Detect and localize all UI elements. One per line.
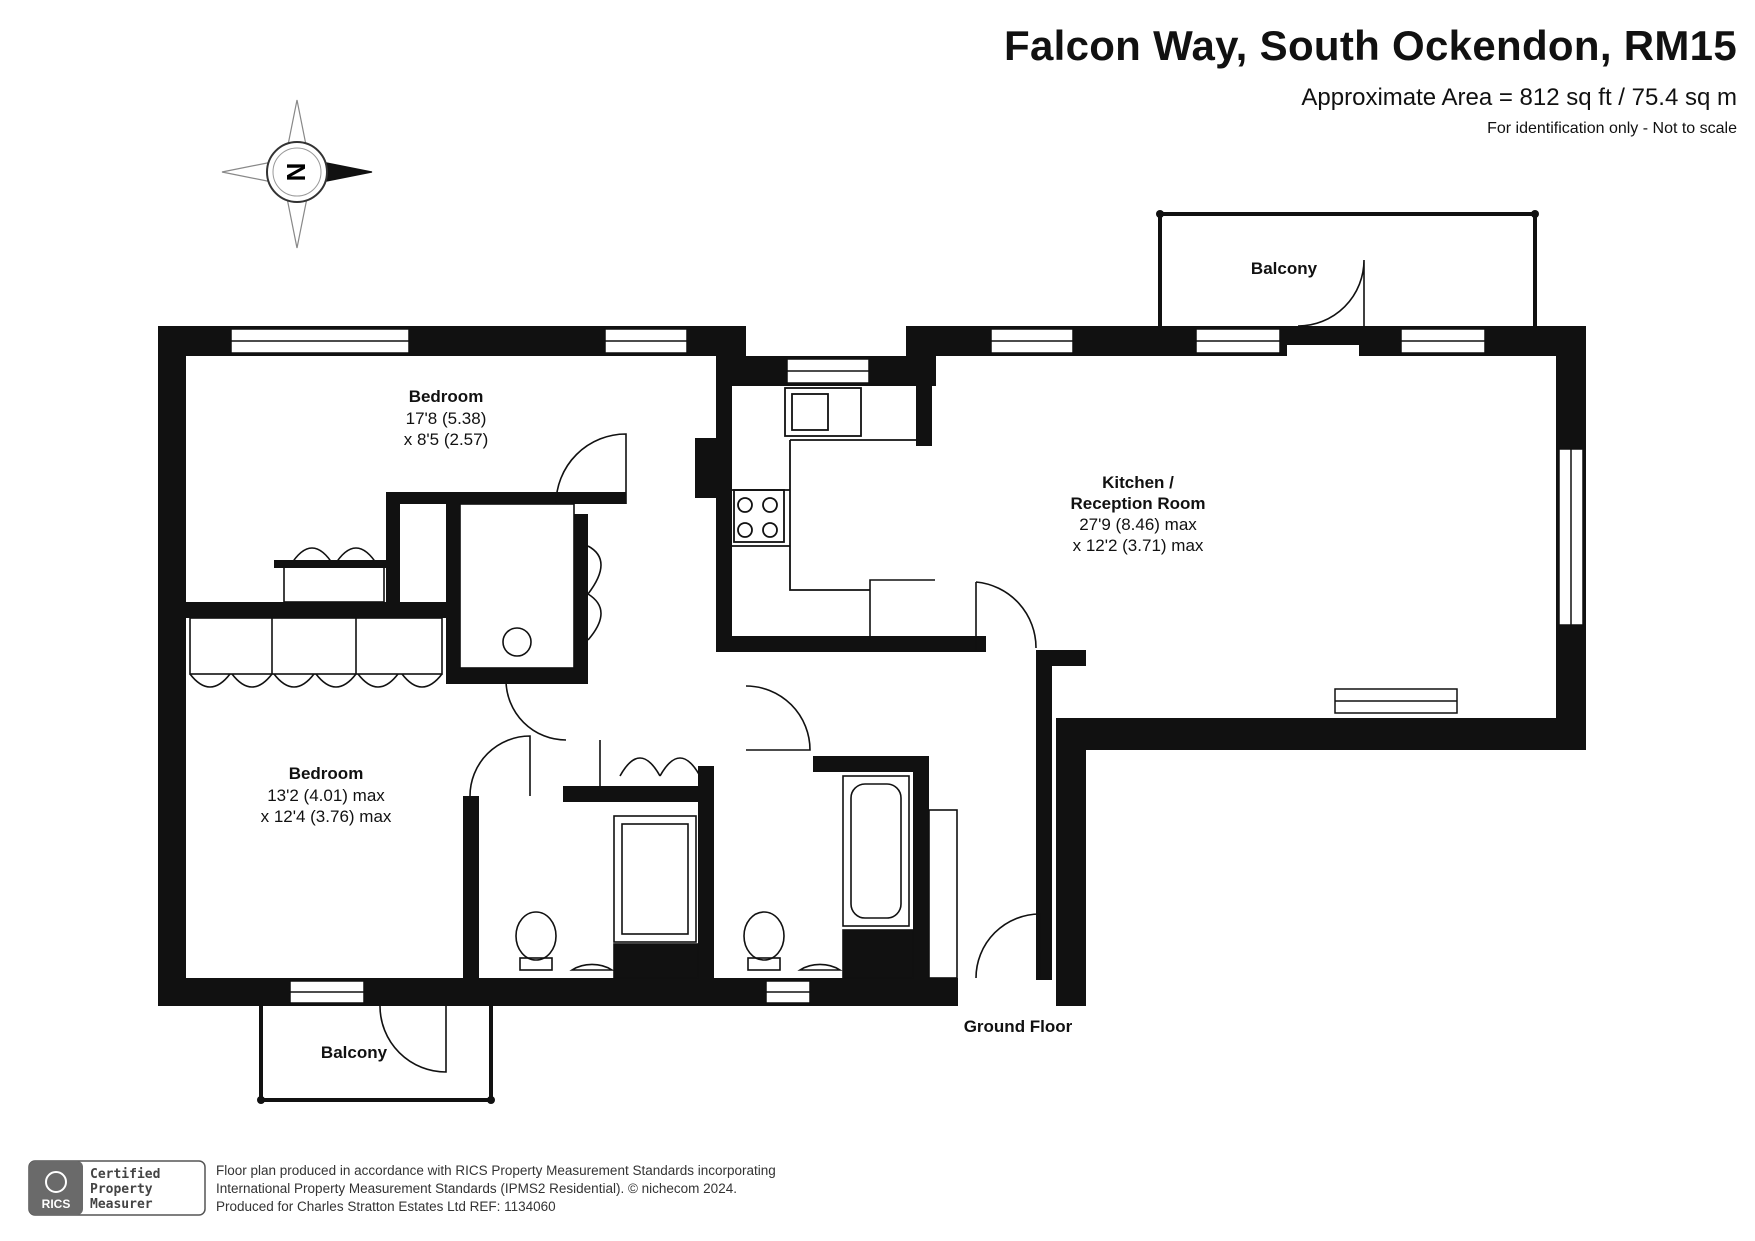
footnote-line-1: Floor plan produced in accordance with R… xyxy=(216,1163,776,1178)
bedroom-1-name: Bedroom xyxy=(409,387,484,406)
bedroom-2-name: Bedroom xyxy=(289,764,364,783)
balcony-top-label: Balcony xyxy=(1251,259,1318,278)
exterior-walls xyxy=(158,326,1586,1006)
main-bathroom xyxy=(743,775,958,979)
doors xyxy=(379,259,1365,1073)
compass-icon: N xyxy=(221,99,373,249)
bedroom-1-dim2: x 8'5 (2.57) xyxy=(404,430,489,449)
badge-certified: Certified xyxy=(90,1167,160,1182)
badge-measurer: Measurer xyxy=(90,1197,153,1212)
disclaimer: For identification only - Not to scale xyxy=(1487,120,1737,137)
badge-property: Property xyxy=(90,1182,153,1197)
balcony-bottom-label: Balcony xyxy=(321,1043,388,1062)
bedroom-2-dim1: 13'2 (4.01) max xyxy=(267,786,385,805)
bottom-balcony xyxy=(257,1006,495,1104)
floor-label: Ground Floor xyxy=(964,1017,1073,1036)
kitchen-dim2: x 12'2 (3.71) max xyxy=(1073,536,1204,555)
rics-text: RICS xyxy=(42,1197,71,1211)
bedroom-1-dim1: 17'8 (5.38) xyxy=(406,409,487,428)
compass-letter: N xyxy=(281,163,311,182)
kitchen-dim1: 27'9 (8.46) max xyxy=(1079,515,1197,534)
kitchen-name-1: Kitchen / xyxy=(1102,473,1174,492)
bedroom-2-dim2: x 12'4 (3.76) max xyxy=(261,807,392,826)
windows xyxy=(230,328,1584,1004)
wardrobes xyxy=(189,547,443,688)
kitchen-name-2: Reception Room xyxy=(1070,494,1205,513)
rics-lion-icon xyxy=(45,1171,67,1193)
page-title: Falcon Way, South Ockendon, RM15 xyxy=(1003,22,1737,69)
ensuite-bathroom xyxy=(515,815,699,979)
interior-walls xyxy=(186,356,1086,980)
footnote-line-3: Produced for Charles Stratton Estates Lt… xyxy=(216,1199,556,1214)
top-balcony xyxy=(1156,210,1539,326)
rics-certified-badge: RICS Certified Property Measurer xyxy=(28,1160,206,1216)
footnote: Floor plan produced in accordance with R… xyxy=(216,1162,776,1216)
cylinder-cupboard xyxy=(459,503,602,669)
approximate-area: Approximate Area = 812 sq ft / 75.4 sq m xyxy=(1301,84,1737,111)
kitchen-counter xyxy=(732,383,916,591)
footnote-line-2: International Property Measurement Stand… xyxy=(216,1181,737,1196)
